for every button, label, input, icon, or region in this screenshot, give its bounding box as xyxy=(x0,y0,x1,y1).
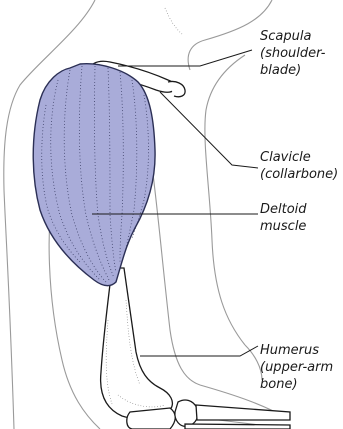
radius-head xyxy=(175,400,198,426)
humerus-leader xyxy=(140,346,258,356)
deltoid-muscle xyxy=(33,64,155,286)
humerus-bone xyxy=(101,268,173,419)
humerus-shaft xyxy=(101,268,173,419)
neck-stipple xyxy=(165,8,182,34)
ulna-shaft xyxy=(185,424,290,429)
deltoid-shape xyxy=(33,64,155,286)
chest-outline xyxy=(205,55,245,345)
label-humerus: Humerus (upper-arm bone) xyxy=(260,343,337,392)
label-deltoid: Deltoid muscle xyxy=(260,202,311,234)
labels: Scapula (shoulder- blade) Clavicle (coll… xyxy=(260,29,338,392)
label-scapula: Scapula (shoulder- blade) xyxy=(260,29,330,78)
clavicle-leader xyxy=(160,92,258,168)
arm-front-outline xyxy=(150,150,200,385)
elbow-joint xyxy=(127,408,175,429)
back-outline xyxy=(4,190,14,429)
label-clavicle: Clavicle (collarbone) xyxy=(260,150,338,182)
radius-shaft xyxy=(196,405,290,420)
scapula-leader xyxy=(118,50,252,66)
